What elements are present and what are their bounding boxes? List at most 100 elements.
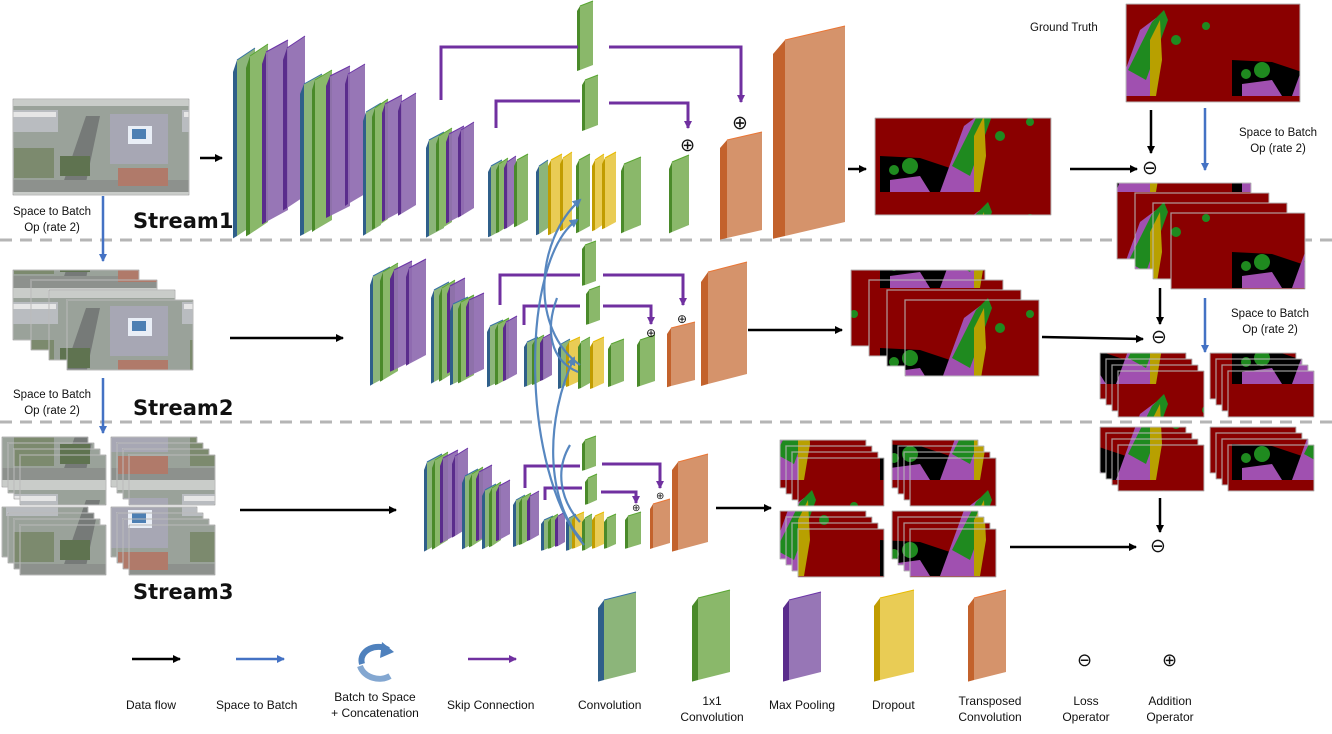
- max-pooling-layer: [382, 94, 403, 222]
- loss-operator-symbol: ⊖: [1150, 535, 1166, 557]
- addition-operator-symbol: ⊕: [677, 312, 688, 326]
- max-pooling-layer: [406, 258, 427, 366]
- input-image: [19, 454, 107, 506]
- max-pooling-layer: [262, 39, 289, 225]
- max-pooling-layer: [398, 92, 417, 216]
- output-segmentation-map: [904, 299, 1040, 377]
- max-pooling-layer: [527, 490, 540, 541]
- input-images: [1, 98, 216, 576]
- ground-truth-label: Ground Truth: [1030, 22, 1098, 34]
- output-segmentation-map: [909, 457, 997, 507]
- data-flow-arrows: [200, 110, 1164, 551]
- stream2-label: Stream2: [133, 396, 234, 420]
- output-segmentation-map: [797, 457, 885, 507]
- legend-addition-operator-label: Addition Operator: [1146, 694, 1194, 725]
- addition-operator-symbol: ⊕: [632, 503, 641, 514]
- dropout-layer: [590, 336, 605, 389]
- loss-operator-symbol: ⊖: [1142, 157, 1158, 179]
- legend-conv1x1-label: 1x1 Convolution: [680, 694, 744, 725]
- max-pooling-layer: [496, 479, 511, 542]
- transposed-conv-layer: [968, 589, 1007, 682]
- space-to-batch-label: Space to Batch Op (rate 2): [13, 206, 91, 234]
- legend-loss-icon: ⊖: [1077, 650, 1093, 671]
- legend-dropout-label: Dropout: [872, 698, 915, 712]
- dropout-layer: [592, 153, 605, 232]
- input-image: [128, 524, 216, 576]
- ground-truth-map: [1117, 444, 1205, 492]
- conv1x1-layer: [692, 589, 731, 682]
- legend-loss-operator-label: Loss Operator: [1062, 694, 1110, 725]
- max-pooling-layer: [504, 155, 517, 230]
- ground-truth-map: [1227, 444, 1315, 492]
- conv1x1-layer: [625, 511, 642, 549]
- addition-operator-symbol: ⊕: [656, 491, 665, 502]
- addition-operator-symbol: ⊕: [732, 112, 748, 134]
- legend-convolution-label: Convolution: [578, 698, 642, 712]
- dropout-layer: [548, 153, 563, 236]
- conv1x1-layer: [577, 0, 594, 71]
- input-image: [12, 98, 190, 196]
- ground-truth-map: [1170, 212, 1306, 290]
- dropout-layer: [560, 151, 573, 232]
- space-to-batch-label: Space to Batch Op (rate 2): [13, 389, 91, 417]
- conv1x1-layer: [637, 334, 656, 387]
- transposed-conv-layer: [667, 321, 696, 388]
- max-pooling-layer: [540, 332, 553, 381]
- conv1x1-layer: [621, 156, 642, 234]
- conv1x1-layer: [669, 154, 690, 234]
- legend: [132, 642, 517, 682]
- addition-operator-symbol: ⊕: [646, 326, 657, 340]
- stream3-label: Stream3: [133, 580, 234, 604]
- convolution-layer: [536, 159, 549, 236]
- skip-connection-arrows: [439, 45, 745, 504]
- dropout-layer: [592, 511, 605, 549]
- space-to-batch-arrows: [99, 108, 1209, 434]
- output-segmentation-map: [909, 528, 997, 578]
- legend-max-pooling-label: Max Pooling: [769, 698, 836, 712]
- conv1x1-layer: [582, 74, 599, 131]
- conv1x1-layer: [582, 435, 597, 471]
- stream1-label: Stream1: [133, 209, 234, 233]
- conv1x1-layer: [576, 153, 591, 234]
- loss-operator-symbol: ⊖: [1151, 326, 1167, 348]
- legend-batch-to-space-label: Batch to Space + Concatenation: [331, 690, 419, 721]
- max-pooling-layer: [783, 591, 822, 682]
- batch-to-space-arrows: [534, 198, 585, 546]
- dropout-layer: [874, 589, 915, 682]
- ground-truth-map: [1227, 370, 1315, 418]
- conv1x1-layer: [582, 240, 597, 286]
- convolution-layer: [598, 591, 637, 682]
- input-image: [66, 299, 194, 371]
- input-image: [128, 454, 216, 506]
- space-to-batch-label: Space to Batch Op (rate 2): [1231, 308, 1309, 336]
- transposed-conv-layer: [720, 131, 763, 240]
- legend-transposed-label: Transposed Convolution: [958, 694, 1022, 725]
- legend-data-flow-label: Data flow: [126, 698, 177, 712]
- conv1x1-layer: [604, 513, 617, 549]
- addition-operator-symbol: ⊕: [680, 135, 696, 156]
- space-to-batch-label: Space to Batch Op (rate 2): [1239, 127, 1317, 155]
- conv1x1-layer: [586, 285, 601, 325]
- output-maps: [779, 3, 1315, 578]
- transposed-conv-layer: [701, 261, 748, 386]
- max-pooling-layer: [466, 292, 485, 378]
- max-pooling-layer: [345, 63, 366, 206]
- transposed-conv-layer: [650, 498, 671, 549]
- transposed-conv-layer: [672, 453, 709, 552]
- legend-blocks: [598, 589, 1007, 682]
- ground-truth-map: [1125, 3, 1301, 103]
- conv1x1-layer: [514, 153, 529, 228]
- dropout-layer: [602, 151, 617, 230]
- max-pooling-layer: [503, 315, 518, 382]
- legend-skip-connection-label: Skip Connection: [447, 698, 535, 712]
- max-pooling-layer: [283, 35, 306, 211]
- legend-addition-icon: ⊕: [1162, 650, 1178, 671]
- output-segmentation-map: [874, 117, 1052, 216]
- output-segmentation-map: [797, 528, 885, 578]
- layer-stacks: [233, 0, 846, 552]
- input-image: [19, 524, 107, 576]
- transposed-conv-layer: [773, 25, 846, 239]
- conv1x1-layer: [578, 336, 591, 389]
